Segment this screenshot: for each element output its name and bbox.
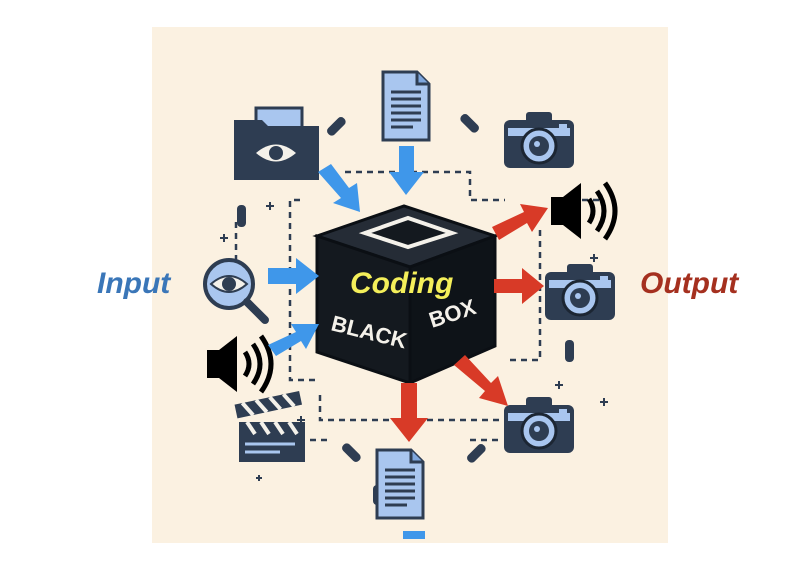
input-arrow-bottom-stub: [403, 531, 425, 539]
input-arrow-top-left: [318, 164, 360, 212]
speaker-icon: [551, 183, 615, 239]
folder-eye-icon: [234, 106, 319, 180]
camera-icon: [502, 110, 576, 170]
decorative-plus-marks: [220, 160, 608, 481]
input-arrows: [268, 146, 424, 356]
camera-icon: [543, 262, 617, 322]
output-arrows: [390, 204, 548, 442]
document-icon: [381, 70, 431, 142]
input-arrow-lower-left: [268, 324, 319, 356]
input-arrow-top: [389, 146, 424, 195]
camera-icon: [502, 395, 576, 455]
document-icon: [375, 448, 425, 520]
output-arrow-lower-right: [454, 355, 508, 406]
output-label: Output: [640, 267, 739, 300]
clapperboard-icon: [234, 390, 305, 462]
output-arrow-bottom: [390, 383, 428, 442]
output-arrow-upper-right: [492, 204, 548, 240]
magnifier-eye-icon: [203, 258, 269, 324]
input-arrow-left: [268, 258, 319, 294]
decorative-dots: [237, 114, 574, 505]
output-arrow-right: [494, 268, 544, 304]
black-box: BLACK BOX: [312, 204, 500, 386]
coding-label: Coding: [350, 267, 454, 300]
input-label: Input: [97, 267, 171, 300]
speaker-icon: [207, 336, 271, 392]
